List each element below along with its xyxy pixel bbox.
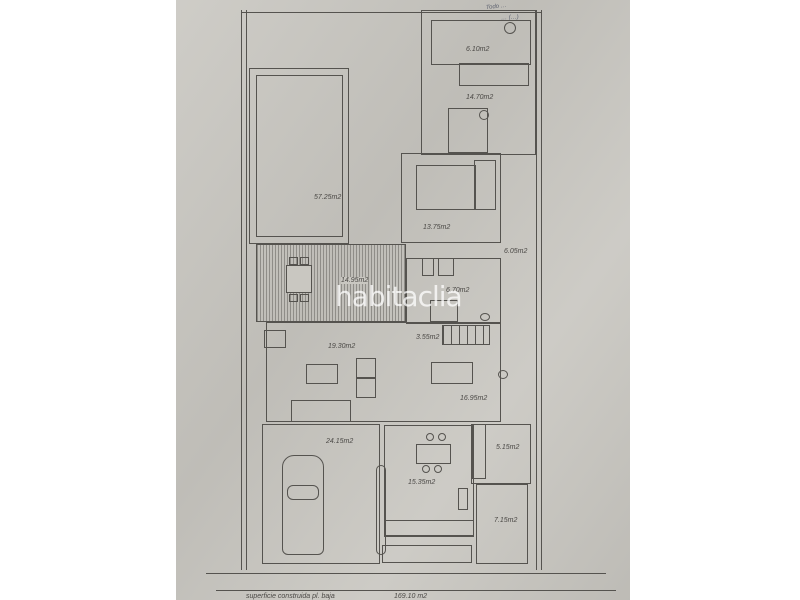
entry-planter	[382, 545, 472, 563]
chair	[300, 257, 309, 265]
stair-box	[264, 330, 286, 348]
room-area-porch: 7.15m2	[494, 517, 518, 524]
room-area-bedroom-2: 13.75m2	[423, 224, 451, 231]
room-area-dining: 16.95m2	[460, 395, 488, 402]
built-area-label: superficie construida pl. baja	[246, 593, 335, 600]
garage-room	[262, 424, 380, 564]
porch-area	[476, 484, 528, 564]
room-area-kitchen: 15.35m2	[408, 479, 436, 486]
stool	[426, 433, 434, 441]
bed-2	[416, 165, 476, 210]
plot-line-left	[241, 10, 242, 570]
counter	[384, 520, 474, 536]
built-area-total: 169.10 m2	[394, 593, 428, 600]
pool-outer	[249, 68, 349, 244]
plant-icon	[498, 370, 508, 379]
toilet-icon	[480, 313, 490, 321]
dining-table	[431, 362, 473, 384]
room-area-garage: 24.15m2	[326, 438, 354, 445]
plot-line-top	[241, 12, 541, 13]
stool	[438, 433, 446, 441]
room-area-bath-top: 6.10m2	[466, 46, 490, 53]
terrace-table	[286, 265, 312, 293]
coffee-table	[306, 364, 338, 384]
shower	[430, 300, 458, 322]
floor-plan-photo: 57.25m2 6.10m2 14.70m2 13.75m2 6.05m2 14…	[176, 0, 630, 600]
kitchen-island	[416, 444, 451, 464]
plot-line-left-inner	[246, 10, 247, 570]
wardrobe	[474, 160, 496, 210]
room-area-bedroom-1: 14.70m2	[466, 94, 494, 101]
garage-rack	[376, 465, 386, 555]
bath-top-room	[431, 20, 531, 65]
stairs	[442, 325, 490, 345]
room-area-side-yard: 6.05m2	[504, 248, 528, 255]
bed-1	[448, 108, 488, 153]
plot-line-right	[536, 10, 537, 570]
room-area-laundry: 5.15m2	[496, 444, 520, 451]
bedroom-2-room	[401, 153, 501, 243]
armchair	[356, 358, 376, 378]
laundry-counter	[472, 424, 486, 479]
chair	[289, 294, 298, 302]
car-windshield	[287, 485, 319, 500]
washbasin-icon	[504, 22, 516, 34]
top-wing	[421, 10, 536, 155]
plot-line-bottom-2	[216, 590, 616, 591]
cupboard-2	[438, 258, 454, 276]
laundry-room	[471, 424, 531, 484]
cupboard-1	[422, 258, 434, 276]
chair	[289, 257, 298, 265]
room-area-pool: 57.25m2	[314, 194, 342, 201]
hob	[458, 488, 468, 510]
plot-line-bottom	[206, 573, 606, 574]
kitchen-room	[384, 425, 474, 537]
watermark-logo: habitaclia	[335, 280, 463, 313]
stool	[422, 465, 430, 473]
plot-line-right-inner	[541, 10, 542, 570]
room-area-bath-mid: 6.70m2	[446, 287, 470, 294]
bathtub	[459, 63, 529, 86]
room-area-hall: 3.55m2	[416, 334, 440, 341]
handwritten-note-2: … (…)	[500, 14, 519, 22]
sofa	[291, 400, 351, 422]
car-icon	[282, 455, 324, 555]
stool	[434, 465, 442, 473]
room-area-terrace: 14.95m2	[341, 277, 369, 284]
chair	[300, 294, 309, 302]
armchair	[356, 378, 376, 398]
pool-inner	[256, 75, 343, 237]
lamp-icon	[479, 110, 489, 120]
room-area-living: 19.30m2	[328, 343, 356, 350]
terrace-area	[256, 244, 406, 322]
